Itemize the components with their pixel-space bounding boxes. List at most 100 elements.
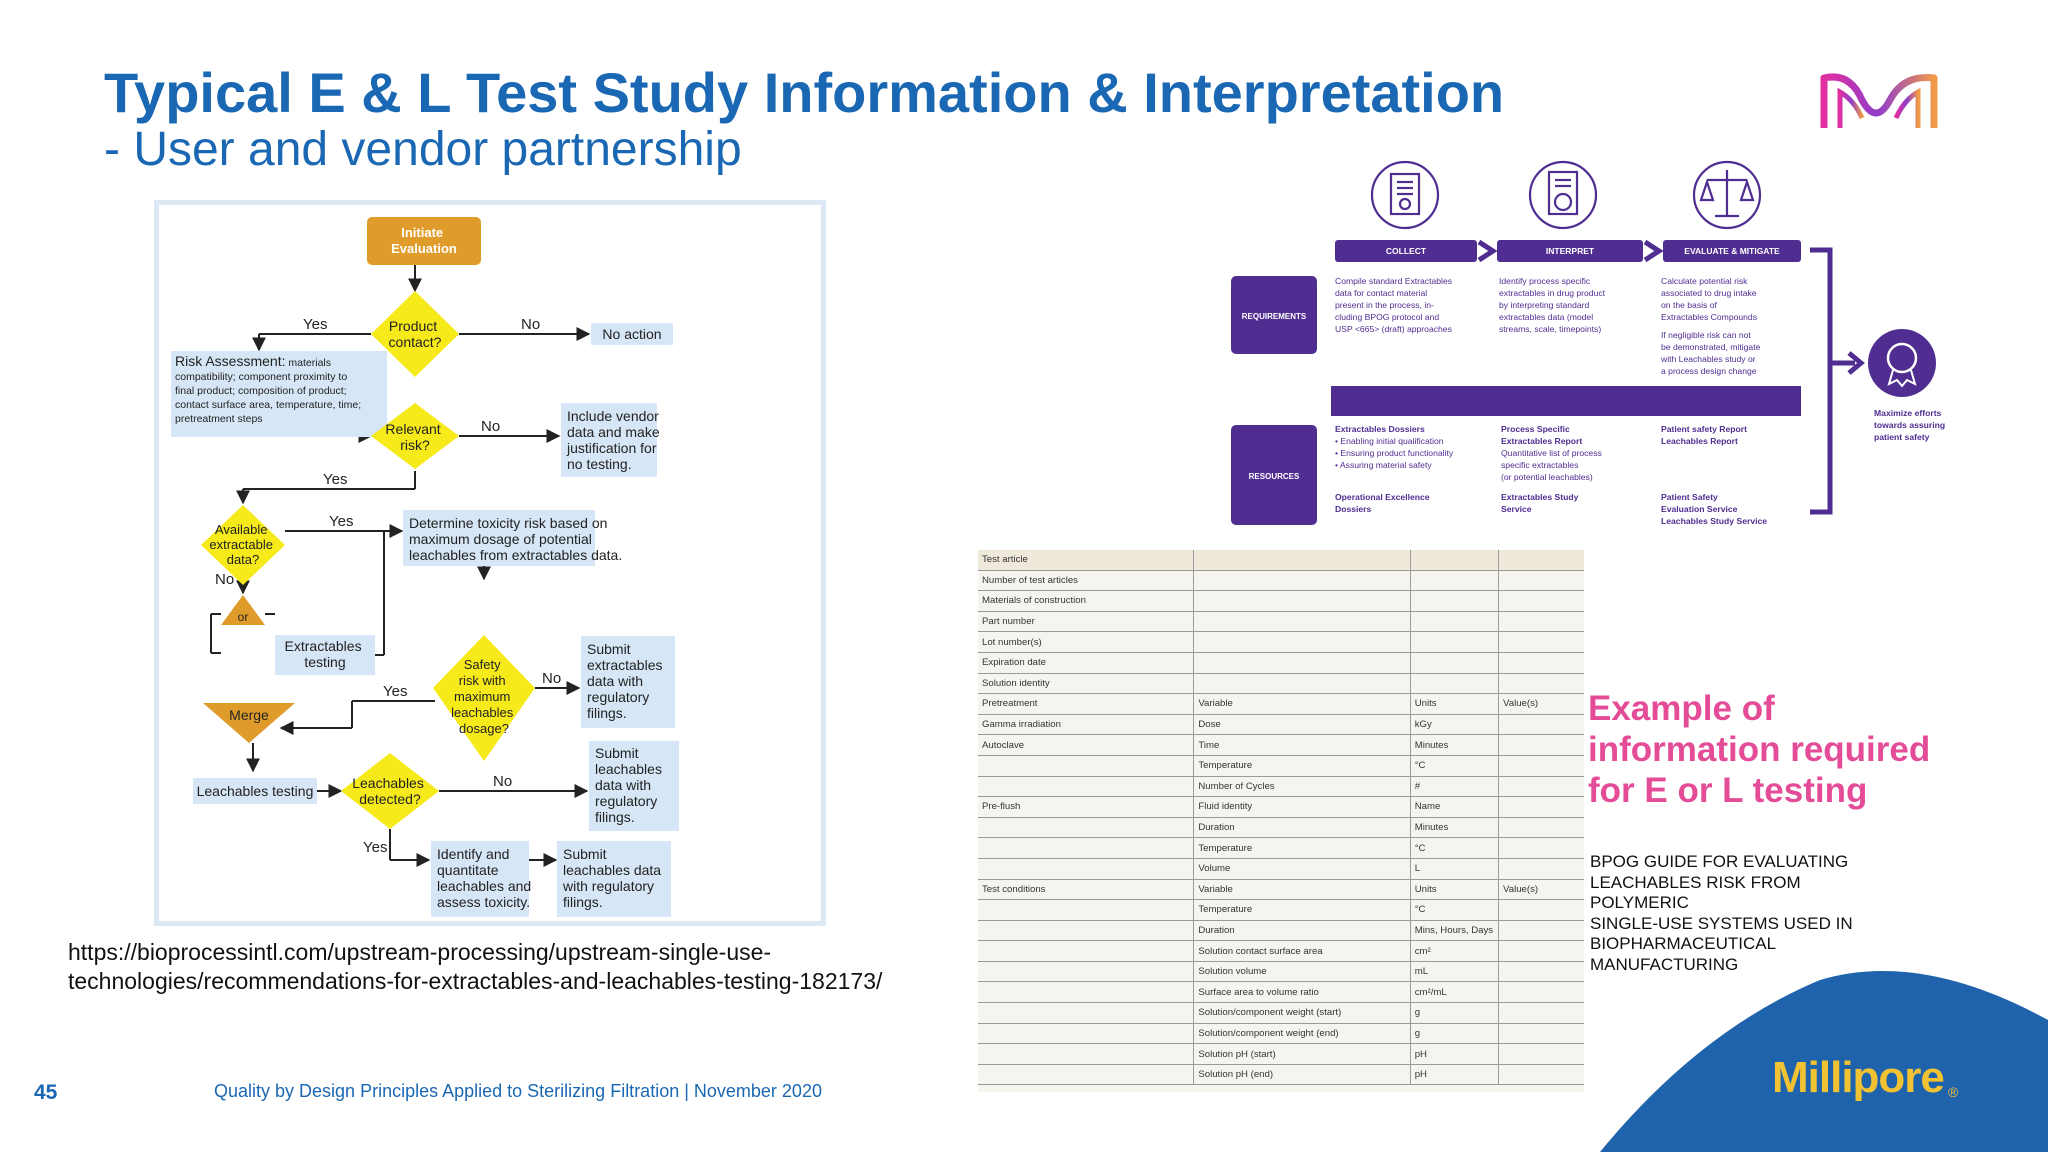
table-cell: [978, 817, 1195, 839]
submit-extractables-line-5: filings.: [587, 705, 627, 721]
separator-band: [1331, 386, 1801, 416]
table-row: Materials of construction: [978, 590, 1584, 612]
table-cell: [1498, 611, 1584, 633]
determine-toxicity-line-2: maximum dosage of potential: [409, 531, 592, 547]
source-url-line-2: technologies/recommendations-for-extract…: [68, 968, 883, 994]
submit-leachables-2-line-4: filings.: [563, 894, 603, 910]
initiate-evaluation-box: [367, 217, 481, 265]
svg-text:Initiate Evaluation: Initiate Evaluation: [391, 225, 457, 256]
table-cell: Pre-flush: [978, 796, 1195, 818]
table-row: Number of test articles: [978, 570, 1584, 592]
table-cell: [978, 899, 1195, 921]
table-cell: Solution/component weight (start): [1193, 1002, 1411, 1024]
table-cell: [1498, 981, 1584, 1004]
req-evaluate-6: If negligible risk can not: [1661, 330, 1751, 340]
table-cell: °C: [1410, 837, 1500, 859]
risk-assessment-line-4: contact surface area, temperature, time;: [175, 399, 361, 411]
interpret-step: [1497, 240, 1643, 262]
evaluate-label: EVALUATE & MITIGATE: [1684, 246, 1780, 256]
table-cell: [1498, 755, 1584, 777]
table-cell: [1498, 837, 1584, 859]
extractables-testing-box: [275, 635, 375, 675]
brand-wave-shape: [1600, 971, 2048, 1152]
table-cell: Volume: [1193, 858, 1411, 880]
res-interpret-title: Process Specific: [1501, 424, 1570, 434]
table-cell: Units: [1410, 693, 1500, 715]
outcome-line-3: patient safety: [1874, 432, 1930, 442]
include-vendor-line-4: no testing.: [567, 456, 632, 472]
svg-text:Risk Assessment: materials: Risk Assessment: materials compatibility…: [175, 353, 364, 425]
table-row: Temperature°C: [978, 755, 1584, 777]
table-cell: Gamma irradiation: [978, 714, 1195, 736]
req-evaluate-9: a process design change: [1661, 366, 1757, 376]
table-cell: Solution pH (start): [1193, 1043, 1411, 1065]
submit-extractables-line-1: Submit: [587, 641, 631, 657]
table-cell: Duration: [1193, 920, 1411, 942]
table-cell: [1410, 673, 1500, 695]
table-cell: [1410, 590, 1500, 612]
req-collect-1: Compile standard Extractables: [1335, 276, 1452, 286]
req-evaluate-4: Extractables Compounds: [1661, 312, 1757, 322]
table-cell: Temperature: [1193, 837, 1411, 859]
res-interpret-b3: specific extractables: [1501, 460, 1578, 470]
bpog-line-3: SINGLE-USE SYSTEMS USED IN: [1590, 913, 1853, 933]
submit-extractables-line-2: extractables: [587, 657, 662, 673]
available-data-line-1: Available: [215, 522, 268, 537]
res-evaluate-b1: Leachables Report: [1661, 436, 1738, 446]
merge-triangle: [203, 703, 295, 743]
svg-text:Submit extractables: Submit extractables data with regulatory…: [587, 641, 666, 721]
bpog-line-1: BPOG GUIDE FOR EVALUATING: [1590, 852, 1849, 871]
table-cell: Minutes: [1410, 817, 1500, 839]
svg-text:Extractables testing: Extractables testing: [285, 638, 366, 670]
table-cell: [1498, 776, 1584, 798]
table-cell: Expiration date: [978, 652, 1195, 674]
svg-text:Include vendor data and: Include vendor data and make justificati…: [566, 408, 664, 472]
req-collect-5: USP <665> (draft) approaches: [1335, 324, 1452, 334]
submit-leachables-1-line-1: Submit: [595, 745, 639, 761]
req-interpret-3: by interpreting standard: [1499, 300, 1590, 310]
table-cell: [1193, 590, 1411, 612]
yes-label-2: Yes: [323, 471, 347, 488]
available-data-line-3: data?: [227, 552, 260, 567]
table-row: Expiration date: [978, 652, 1584, 674]
table-cell: Number of test articles: [978, 570, 1195, 592]
table-row: Solution pH (end)pH: [978, 1064, 1584, 1086]
table-cell: Variable: [1193, 693, 1411, 715]
risk-assessment-title: Risk Assessment:: [175, 353, 285, 369]
table-cell: L: [1410, 858, 1500, 880]
table-cell: Variable: [1193, 879, 1411, 901]
process-diagram: COLLECT INTERPRET EVALUATE & MITIGATE RE…: [1231, 160, 1945, 526]
example-line-1: Example of: [1588, 689, 1775, 728]
document-icon: [1370, 160, 1440, 230]
submit-extractables-box: [581, 636, 675, 728]
svg-text:Extractables Dossiers •: Extractables Dossiers • Enabling initial…: [1335, 424, 1456, 514]
table-cell: [978, 920, 1195, 942]
table-cell: [1498, 1002, 1584, 1024]
collect-label: COLLECT: [1386, 246, 1427, 256]
table-cell: pH: [1410, 1064, 1500, 1086]
table-cell: pH: [1410, 1043, 1500, 1065]
table-cell: Mins, Hours, Days: [1410, 920, 1500, 942]
bpog-line-2: LEACHABLES RISK FROM POLYMERIC: [1590, 872, 1801, 913]
res-evaluate-title: Patient safety Report: [1661, 424, 1747, 434]
submit-leachables-1-line-5: filings.: [595, 809, 635, 825]
safety-risk-line-2: risk with: [459, 673, 506, 688]
table-cell: [1193, 550, 1411, 571]
no-label-5: No: [493, 773, 512, 790]
available-data-line-2: extractable: [209, 537, 273, 552]
table-cell: [1410, 570, 1500, 592]
svg-text:Relevant risk?: Relevant risk?: [385, 421, 444, 453]
safety-risk-line-4: leachables: [451, 705, 514, 720]
table-cell: [978, 981, 1195, 1004]
table-cell: [1498, 940, 1584, 962]
svg-text:Identify and quantitate: Identify and quantitate leachables and a…: [437, 846, 535, 910]
table-cell: [1410, 550, 1500, 571]
table-cell: [1498, 1043, 1584, 1065]
resources-row-label: [1231, 425, 1317, 525]
table-cell: [1498, 550, 1584, 571]
table-cell: [1498, 858, 1584, 880]
footer-text: Quality by Design Principles Applied to …: [214, 1081, 822, 1101]
collect-step: [1335, 240, 1477, 262]
include-vendor-line-3: justification for: [566, 440, 657, 456]
